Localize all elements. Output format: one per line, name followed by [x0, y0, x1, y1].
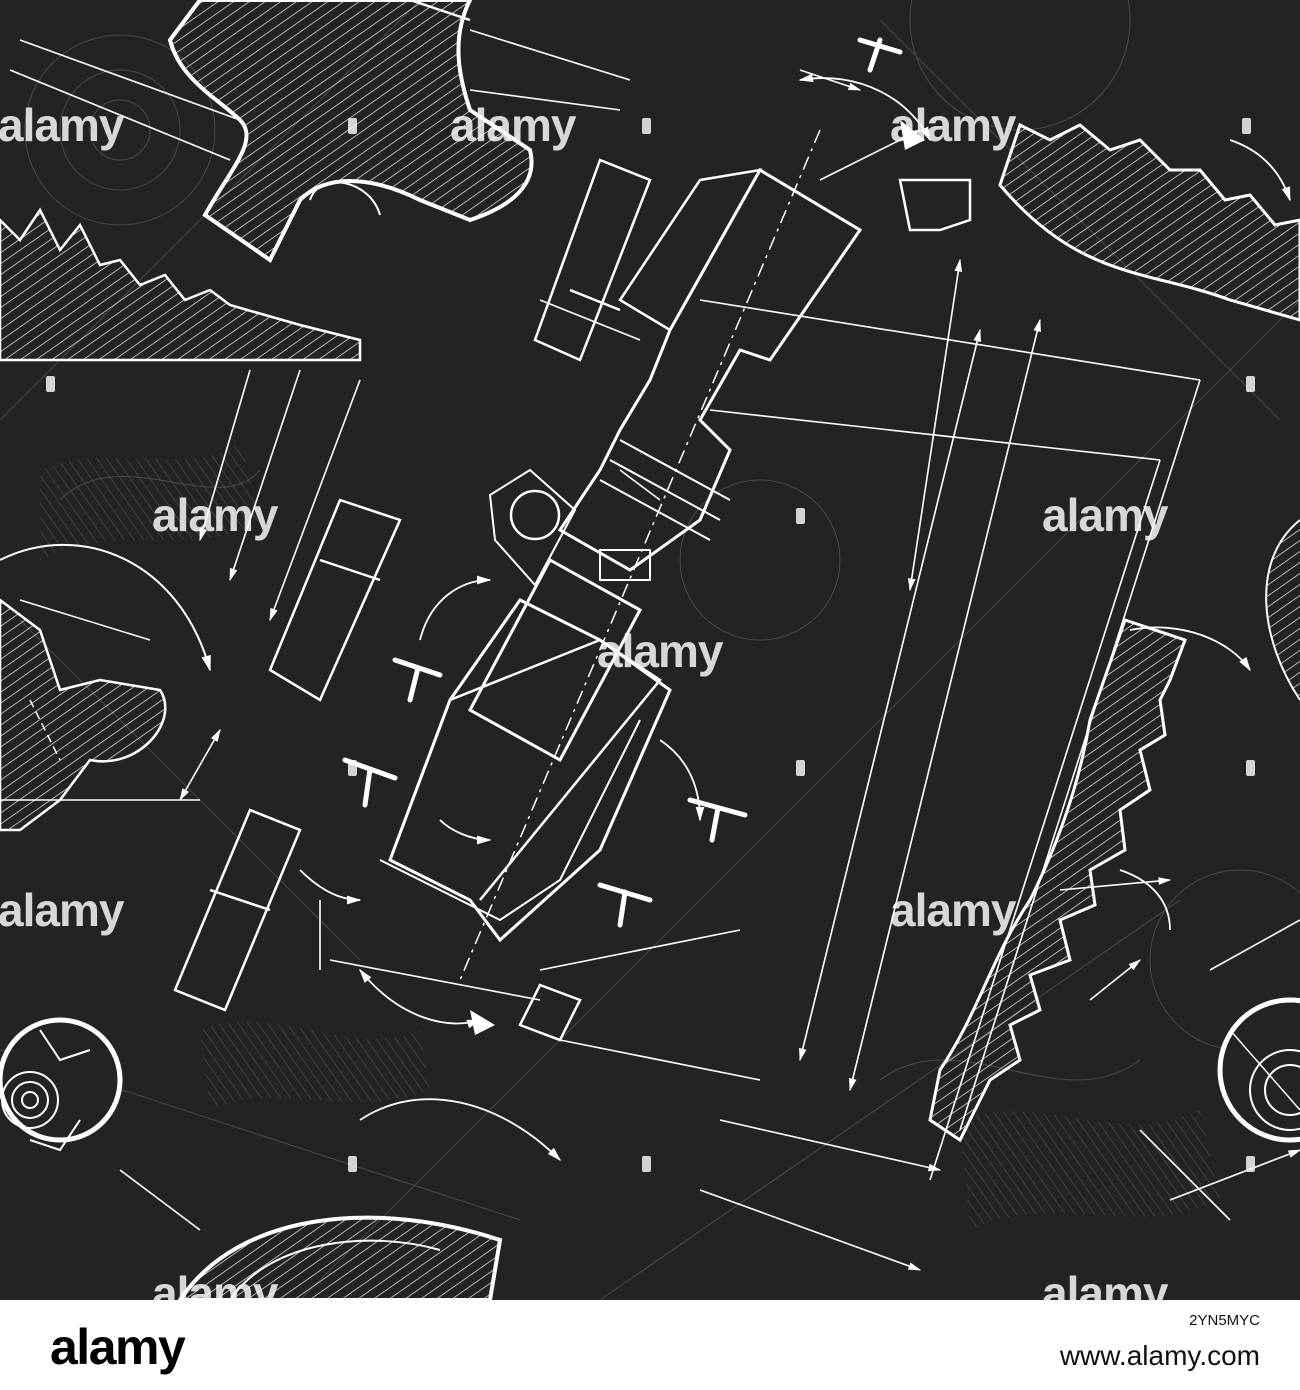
- watermark-mark: [348, 1156, 357, 1172]
- faint-hatched-areas: [40, 440, 1220, 1230]
- watermark-mark: [46, 376, 55, 392]
- watermark-logo: alamy: [450, 99, 576, 151]
- watermark-mark: [796, 760, 805, 776]
- watermark-logo: alamy: [152, 489, 278, 541]
- footer-bar: alamy 2YN5MYC www.alamy.com: [0, 1300, 1300, 1390]
- watermark-logo: alamy: [597, 625, 723, 677]
- watermark-mark: [642, 1156, 651, 1172]
- main-tool-body: [379, 129, 863, 981]
- watermark-mark: [1246, 376, 1255, 392]
- round-part-bottom-left: [0, 1017, 123, 1152]
- blueprint-svg: [0, 0, 1300, 1300]
- serrated-strip-top-right: [998, 122, 1300, 322]
- watermark-logo: alamy: [890, 884, 1016, 936]
- arc-sector-bottom: [177, 1098, 562, 1300]
- watermark-mark: [1246, 760, 1255, 776]
- watermark-mark: [348, 118, 357, 134]
- technical-drawing: alamy alamy alamy alamy alamy alamy alam…: [0, 0, 1300, 1300]
- watermark-mark: [348, 760, 357, 776]
- dimension-lines: [0, 29, 1300, 1271]
- watermark-mark: [642, 118, 651, 134]
- site-url: www.alamy.com: [1059, 1340, 1260, 1371]
- watermark-mark: [1242, 118, 1251, 134]
- watermark-logo: alamy: [1042, 1267, 1168, 1300]
- round-part-bottom-right: [1217, 997, 1300, 1143]
- watermark-logo: alamy: [890, 99, 1016, 151]
- watermark-logo: alamy: [152, 1267, 278, 1300]
- watermark-mark: [1246, 1156, 1255, 1172]
- triangle-marks: [470, 120, 925, 1035]
- block-outlines: [173, 0, 972, 1042]
- watermark-logo: alamy: [1042, 489, 1168, 541]
- arc-dimensions: [299, 73, 1291, 1029]
- left-hatched-profile: [0, 543, 211, 832]
- watermark-logo: alamy: [0, 884, 124, 936]
- watermark-mark: [796, 508, 805, 524]
- watermark-logo: alamy: [0, 99, 124, 151]
- footer-logo: alamy: [50, 1319, 186, 1375]
- image-id: 2YN5MYC: [1189, 1312, 1260, 1329]
- serrated-strip-top-left: [0, 207, 362, 362]
